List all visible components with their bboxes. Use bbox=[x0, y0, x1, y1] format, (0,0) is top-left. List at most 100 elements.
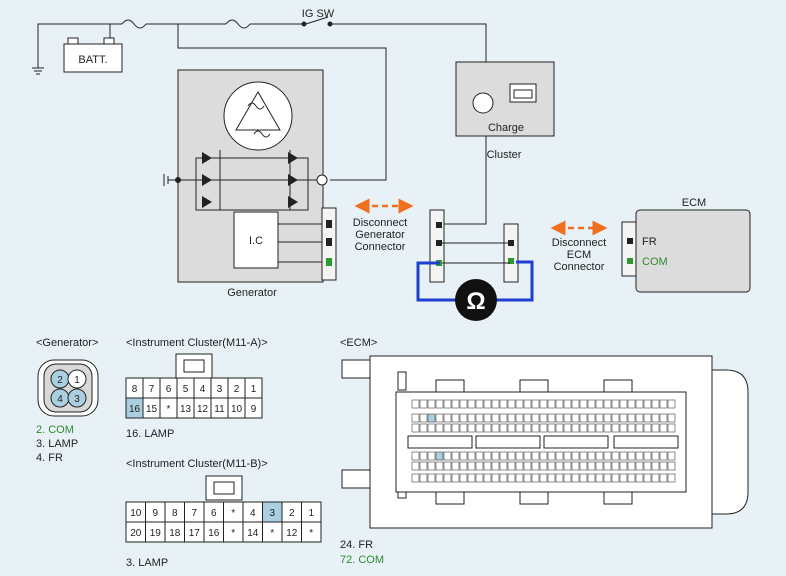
ecm-pin-cell bbox=[563, 413, 572, 423]
ecm-pin-cell bbox=[459, 399, 468, 409]
ecm-pin-cell bbox=[603, 413, 612, 423]
ecm-pin-cell bbox=[579, 423, 588, 433]
ecm-pin-cell bbox=[667, 461, 676, 471]
ecm-pin-cell bbox=[467, 413, 476, 423]
ecm-pin-cell bbox=[507, 423, 516, 433]
ecm-pin-cell bbox=[491, 413, 500, 423]
test-connectors: Ω bbox=[416, 209, 534, 321]
ecm-pin-cell bbox=[435, 423, 444, 433]
gen-conn-title: <Generator> bbox=[36, 337, 98, 349]
ic-label: I.C bbox=[249, 235, 263, 247]
ecm-pin-cell bbox=[547, 451, 556, 461]
ecm-legend-fr: 24. FR bbox=[340, 539, 373, 551]
cluster-b-pin-label: 17 bbox=[189, 528, 201, 539]
ecm-pin-cell bbox=[619, 423, 628, 433]
ecm-pin-cell bbox=[587, 399, 596, 409]
ecm-pin-cell bbox=[515, 451, 524, 461]
ecm-pin-cell bbox=[595, 473, 604, 483]
ecm-pin-cell bbox=[451, 423, 460, 433]
ecm-pin-cell bbox=[475, 473, 484, 483]
ecm-pin-cell bbox=[603, 399, 612, 409]
ecm-pin-cell bbox=[443, 423, 452, 433]
ecm-pin-cell bbox=[659, 399, 668, 409]
ecm-pin-cell bbox=[595, 451, 604, 461]
ecm-pin-cell bbox=[555, 461, 564, 471]
cluster-b-pin-label: * bbox=[270, 528, 274, 539]
cluster-a-pin-label: 7 bbox=[149, 384, 155, 395]
ecm-pin-cell bbox=[619, 399, 628, 409]
ecm-pin-cell bbox=[459, 423, 468, 433]
ecm-pin-cell bbox=[571, 413, 580, 423]
ecm-pin-cell bbox=[643, 423, 652, 433]
ecm-pin-cell bbox=[579, 413, 588, 423]
ecm-pin-cell bbox=[523, 473, 532, 483]
cluster-b-pin-label: * bbox=[309, 528, 313, 539]
cluster-a-pin-label: 1 bbox=[251, 384, 257, 395]
ecm-pin-cell bbox=[587, 423, 596, 433]
ecm-pin-cell bbox=[563, 461, 572, 471]
ecm-pin-cell bbox=[491, 399, 500, 409]
cluster-b-pin-label: 3 bbox=[269, 508, 275, 519]
ecm-pin-cell bbox=[491, 473, 500, 483]
cluster-a-pin-label: * bbox=[167, 404, 171, 415]
ecm-pin-cell bbox=[547, 413, 556, 423]
cluster-b-legend: 3. LAMP bbox=[126, 557, 168, 569]
ecm-pin-cell bbox=[571, 473, 580, 483]
ecm-pin-cell bbox=[435, 473, 444, 483]
ecm-pin-cell bbox=[419, 461, 428, 471]
ecm-pin-cell bbox=[483, 423, 492, 433]
cluster-b-pin-label: 7 bbox=[191, 508, 197, 519]
ecm-pin-cell bbox=[499, 399, 508, 409]
ecm-pin-cell bbox=[531, 461, 540, 471]
ecm-pin-cell bbox=[515, 461, 524, 471]
ecm-pin-cell bbox=[571, 423, 580, 433]
ecm-pin-cell bbox=[635, 413, 644, 423]
cluster-a-pin-label: 11 bbox=[214, 404, 225, 415]
cluster-b-pin-label: 18 bbox=[169, 528, 181, 539]
generator-connector-view: <Generator> 2 1 4 3 2. COM 3. LAMP 4. FR bbox=[36, 337, 99, 464]
ecm-pin-cell bbox=[659, 423, 668, 433]
ecm-pin-cell bbox=[611, 413, 620, 423]
ecm-pin-cell bbox=[555, 423, 564, 433]
ecm-pin-cell bbox=[539, 473, 548, 483]
ecm-pin-cell bbox=[435, 413, 444, 423]
ecm-pin-cell bbox=[539, 461, 548, 471]
ecm-pin-cell bbox=[571, 399, 580, 409]
ecm-pin-cell bbox=[579, 473, 588, 483]
ecm-pin-cell bbox=[491, 423, 500, 433]
cluster-b-pin-label: 9 bbox=[152, 508, 158, 519]
cluster-b-pin-label: 6 bbox=[211, 508, 217, 519]
ecm-pin-cell bbox=[595, 399, 604, 409]
ecm-pin-cell bbox=[603, 473, 612, 483]
ecm-pin-cell bbox=[515, 423, 524, 433]
ecm-pin-cell bbox=[451, 473, 460, 483]
ecm-pin-cell bbox=[571, 451, 580, 461]
ecm-pin-cell bbox=[443, 461, 452, 471]
cluster-a-pin-label: 2 bbox=[234, 384, 240, 395]
cluster-b-pin-label: 14 bbox=[247, 528, 259, 539]
ecm-pin-cell bbox=[547, 473, 556, 483]
ecm-pin-cell bbox=[523, 423, 532, 433]
cluster-block: Charge Cluster bbox=[455, 61, 555, 161]
gen-legend-com: 2. COM bbox=[36, 424, 74, 436]
ecm-pin-cell bbox=[507, 413, 516, 423]
ecm-pin-cell bbox=[459, 451, 468, 461]
ecm-connector-view: <ECM> 24. FR 72. COM bbox=[340, 337, 749, 566]
ecm-pin-cell bbox=[619, 461, 628, 471]
cluster-a-pin-label: 5 bbox=[183, 384, 189, 395]
ecm-pin-cell bbox=[475, 461, 484, 471]
cluster-a-pin-label: 13 bbox=[180, 404, 192, 415]
gen-legend-fr: 4. FR bbox=[36, 452, 63, 464]
ecm-pin-cell bbox=[579, 461, 588, 471]
ecm-pin-cell bbox=[659, 473, 668, 483]
ecm-pin-cell bbox=[539, 451, 548, 461]
ecm-pin-cell bbox=[419, 399, 428, 409]
ecm-block: ECM FR COM bbox=[621, 197, 751, 293]
cluster-b-cell bbox=[301, 521, 322, 543]
ecm-pin-cell bbox=[459, 473, 468, 483]
cluster-b-pin-label: 10 bbox=[130, 508, 142, 519]
generator-label: Generator bbox=[227, 287, 277, 299]
gen-pin-2: 2 bbox=[57, 375, 63, 386]
cluster-a-pin-label: 16 bbox=[129, 404, 141, 415]
